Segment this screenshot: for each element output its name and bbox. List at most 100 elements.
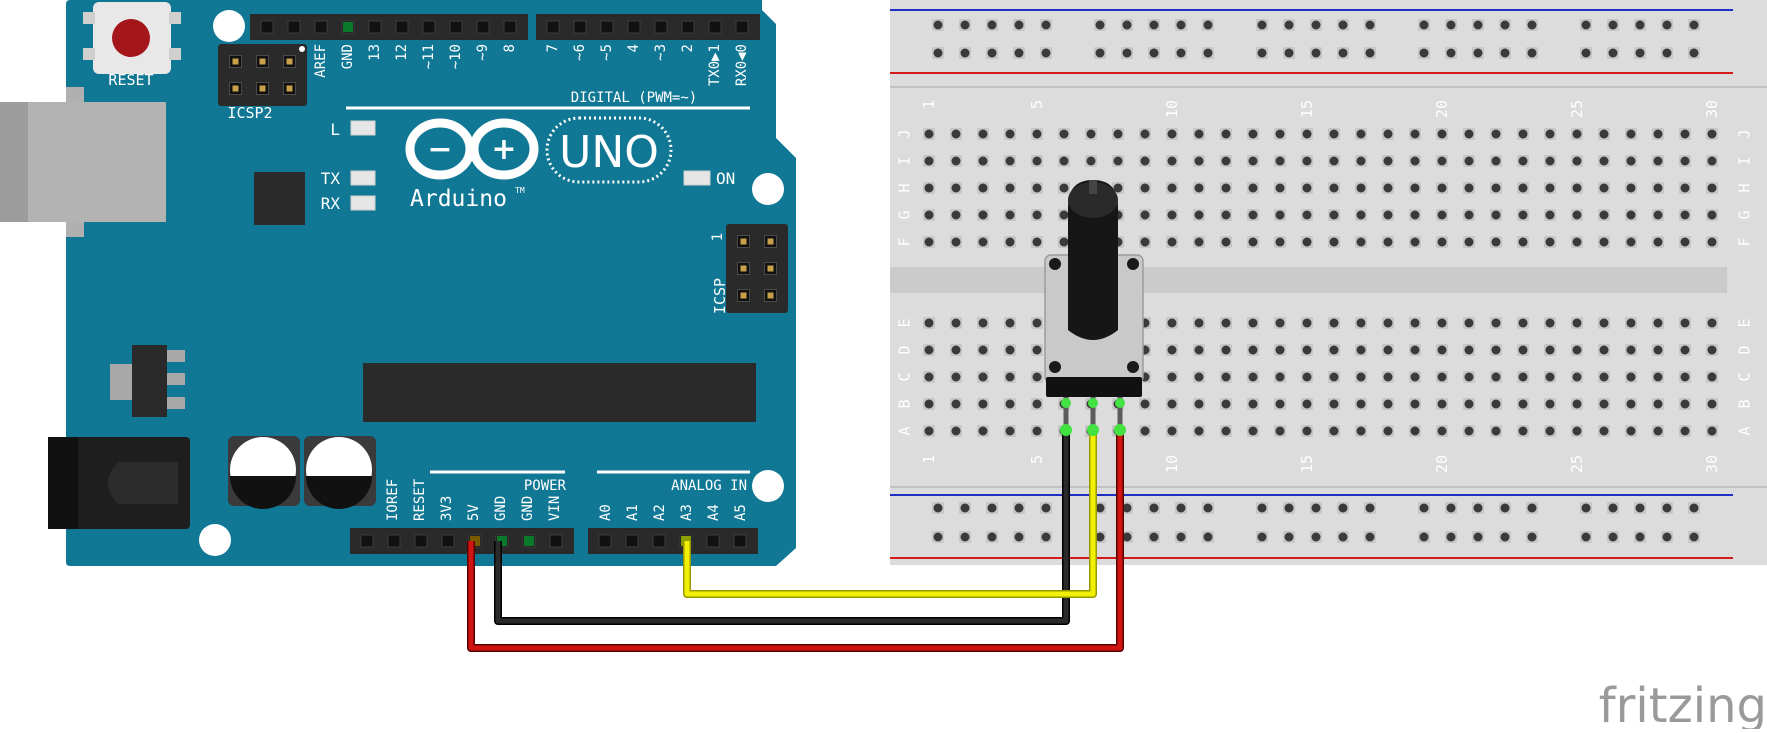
breadboard-hole: [1275, 210, 1285, 220]
breadboard-hole: [1275, 345, 1285, 355]
header-socket: [652, 534, 666, 548]
breadboard-hole: [1005, 129, 1015, 139]
breadboard-hole: [1680, 426, 1690, 436]
row-label-right: D: [1736, 345, 1754, 354]
breadboard-hole: [1167, 183, 1177, 193]
column-number-bottom: 10: [1163, 455, 1181, 473]
breadboard-hole: [1680, 156, 1690, 166]
breadboard-hole: [951, 372, 961, 382]
analog-pin-label: A0: [598, 504, 614, 521]
potentiometer-screw: [1127, 258, 1139, 270]
model-label: UNO: [559, 127, 659, 178]
breadboard-hole: [1194, 345, 1204, 355]
breadboard-hole: [1167, 399, 1177, 409]
breadboard-hole: [1275, 318, 1285, 328]
breadboard-hole: [1248, 237, 1258, 247]
breadboard-hole: [1140, 399, 1150, 409]
breadboard-hole: [1032, 372, 1042, 382]
breadboard-hole: [1167, 372, 1177, 382]
breadboard-hole: [1491, 318, 1501, 328]
breadboard-hole: [1437, 210, 1447, 220]
column-number-bottom: 20: [1433, 455, 1451, 473]
breadboard-hole: [1032, 129, 1042, 139]
breadboard-hole: [924, 237, 934, 247]
breadboard-hole: [1032, 345, 1042, 355]
breadboard-hole: [1608, 20, 1618, 30]
breadboard-hole: [1365, 48, 1375, 58]
breadboard-hole: [1653, 372, 1663, 382]
brand-label: Arduino: [410, 186, 507, 212]
breadboard-hole: [1437, 156, 1447, 166]
breadboard-hole: [1410, 372, 1420, 382]
breadboard-hole: [924, 156, 934, 166]
breadboard-hole: [1284, 48, 1294, 58]
breadboard-hole: [1464, 210, 1474, 220]
breadboard-hole: [1608, 48, 1618, 58]
breadboard-hole: [1545, 129, 1555, 139]
header-pin: [740, 238, 747, 245]
breadboard-hole: [1626, 237, 1636, 247]
digital-pin-label: RX0◀0: [734, 44, 750, 86]
breadboard-hole: [1518, 426, 1528, 436]
breadboard-hole: [1032, 237, 1042, 247]
digital-pin-label: 12: [394, 44, 410, 61]
breadboard-hole: [1572, 426, 1582, 436]
row-label-left: F: [896, 237, 914, 246]
breadboard-hole: [951, 426, 961, 436]
analog-pin-label: A2: [652, 504, 668, 521]
breadboard-hole: [1221, 129, 1231, 139]
breadboard-hole: [924, 399, 934, 409]
row-label-left: I: [896, 156, 914, 165]
row-label-left: A: [896, 426, 914, 435]
breadboard-hole: [1356, 129, 1366, 139]
breadboard-hole: [1302, 129, 1312, 139]
breadboard-hole: [1194, 183, 1204, 193]
breadboard-hole: [1608, 503, 1618, 513]
breadboard-hole: [1248, 318, 1258, 328]
power-header-label: POWER: [524, 478, 567, 494]
breadboard-hole: [1572, 210, 1582, 220]
breadboard-hole: [1599, 399, 1609, 409]
breadboard-hole: [1059, 210, 1069, 220]
breadboard-hole: [1653, 210, 1663, 220]
breadboard-hole: [1248, 426, 1258, 436]
breadboard-hole: [1410, 345, 1420, 355]
breadboard-hole: [933, 20, 943, 30]
breadboard-hole: [1257, 48, 1267, 58]
header-socket: [395, 20, 409, 34]
breadboard-hole: [1680, 183, 1690, 193]
breadboard-hole: [960, 48, 970, 58]
voltage-regulator-tab: [110, 364, 132, 400]
breadboard-hole: [1248, 372, 1258, 382]
breadboard-hole: [1626, 318, 1636, 328]
breadboard-hole: [1518, 318, 1528, 328]
row-label-right: A: [1736, 426, 1754, 435]
breadboard-hole: [1446, 20, 1456, 30]
breadboard-hole: [1275, 372, 1285, 382]
breadboard-hole: [1437, 372, 1447, 382]
breadboard-hole: [1491, 129, 1501, 139]
breadboard-hole: [1032, 183, 1042, 193]
breadboard-hole: [1167, 156, 1177, 166]
breadboard-hole: [1221, 183, 1231, 193]
breadboard-hole: [960, 503, 970, 513]
breadboard-hole: [1689, 532, 1699, 542]
breadboard-hole: [1410, 210, 1420, 220]
column-number-top: 25: [1568, 100, 1586, 118]
breadboard-hole: [1275, 237, 1285, 247]
breadboard-hole: [1410, 156, 1420, 166]
power-pin-label: GND: [520, 496, 536, 521]
breadboard-hole: [1581, 48, 1591, 58]
breadboard-hole: [1032, 318, 1042, 328]
usb-controller-chip: [254, 172, 305, 225]
breadboard-hole: [1095, 503, 1105, 513]
breadboard-hole: [1599, 156, 1609, 166]
breadboard-hole: [1599, 210, 1609, 220]
breadboard-hole: [1302, 345, 1312, 355]
breadboard-hole: [1005, 318, 1015, 328]
breadboard-hole: [1032, 426, 1042, 436]
